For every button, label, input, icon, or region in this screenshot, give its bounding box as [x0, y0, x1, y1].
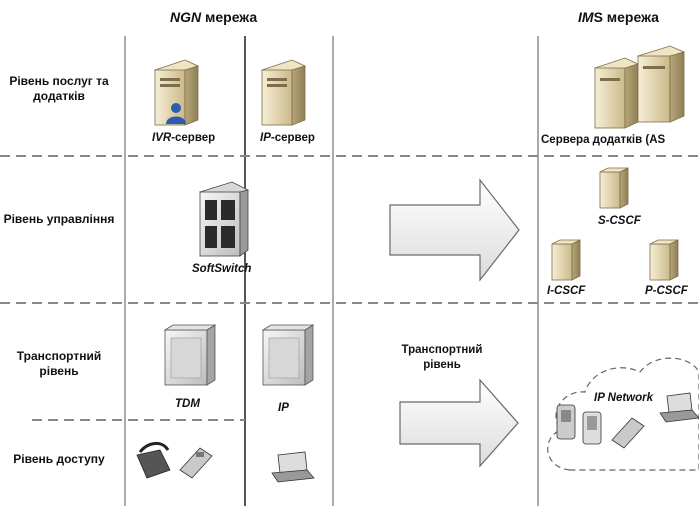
server-icon — [593, 57, 640, 129]
level-access: Рівень доступу — [13, 452, 105, 466]
switch-box-icon — [261, 324, 315, 386]
server-icon — [599, 167, 629, 209]
laptop-icon — [659, 392, 699, 423]
pcscf-label: P-CSCF — [645, 285, 688, 297]
tdm-label: TDM — [175, 398, 200, 410]
ngn-title: NGN мережа — [170, 9, 258, 25]
scscf-label: S-CSCF — [598, 215, 641, 227]
pda-icon — [556, 404, 576, 440]
cloud-icon — [547, 357, 699, 471]
ip-label: IP — [278, 402, 289, 414]
server-icon — [649, 239, 679, 281]
level-services: Рівень послуг та додатків — [9, 74, 109, 103]
ivr-user-icon — [166, 103, 186, 124]
server-icon — [551, 239, 581, 281]
laptop-icon — [271, 451, 315, 483]
server-icon — [260, 59, 307, 126]
right-arrow-icon — [389, 178, 520, 282]
mobile-phone-icon — [611, 417, 645, 449]
as-label: Сервера додатків (AS — [541, 134, 666, 146]
pda-icon — [582, 411, 602, 445]
phone-icon — [136, 442, 171, 479]
softswitch-rack-icon — [198, 181, 250, 257]
mobile-phone-icon — [179, 447, 213, 479]
right-arrow-icon — [399, 378, 519, 468]
level-transport: Транспортний рівень — [16, 349, 102, 378]
softswitch-label: SoftSwitch — [192, 263, 252, 275]
ims-title: IMS мережа — [578, 9, 659, 25]
icscf-label: I-CSCF — [547, 285, 586, 297]
ip-network-label: IP Network — [594, 392, 654, 404]
ip-server-label: IP-сервер — [260, 132, 315, 144]
level-control: Рівень управління — [3, 212, 115, 226]
ivr-server-label: IVR-сервер — [152, 132, 216, 144]
server-icon — [636, 45, 686, 123]
server-icon — [153, 59, 200, 126]
middle-transport-label: Транспортний рівень — [401, 344, 483, 371]
switch-box-icon — [163, 324, 217, 386]
